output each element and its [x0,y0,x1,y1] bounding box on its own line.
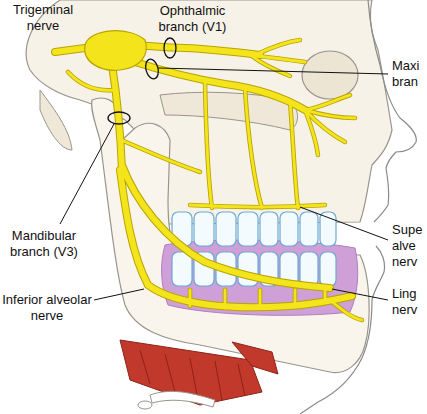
leader-line [60,124,114,224]
hyoid [150,391,215,407]
leader-line [332,289,388,300]
anatomy-label: Supe alve nerv [392,222,424,270]
anatomy-label: Ophthalmic branch (V1) [145,3,240,35]
trigeminal-ganglion [85,31,147,71]
ring [108,112,130,124]
leader-lines [60,68,388,300]
leader-line [300,207,388,240]
skull [26,0,392,373]
mastoid [40,90,72,150]
upper-tooth [238,212,258,246]
anatomy-label: Trigeminal nerve [2,2,84,34]
nerve [55,45,352,307]
marker-rings [108,38,176,124]
hyoid-bone [138,391,215,409]
upper-tooth [194,212,214,246]
leader-line [94,289,144,300]
ring [164,38,176,58]
leader-line [158,68,388,74]
anatomy-label: Maxi bran [392,58,424,90]
nerve [68,40,362,320]
nerves [55,31,362,320]
ring [144,58,161,80]
muscle-fibres [140,350,245,400]
anatomy-label: Ling nerv [392,286,424,318]
lower-tooth [300,252,318,286]
lower-tooth [320,252,336,286]
upper-tooth [280,212,298,246]
upper-tooth [300,212,318,246]
orbit [302,51,358,99]
anatomy-label: Mandibular branch (V3) [2,228,86,260]
hyoid [138,401,152,409]
lower-tooth [172,252,192,286]
upper-tooth [260,212,278,246]
anatomy-label: Inferior alveolar nerve [2,292,92,324]
upper-tooth [216,212,236,246]
